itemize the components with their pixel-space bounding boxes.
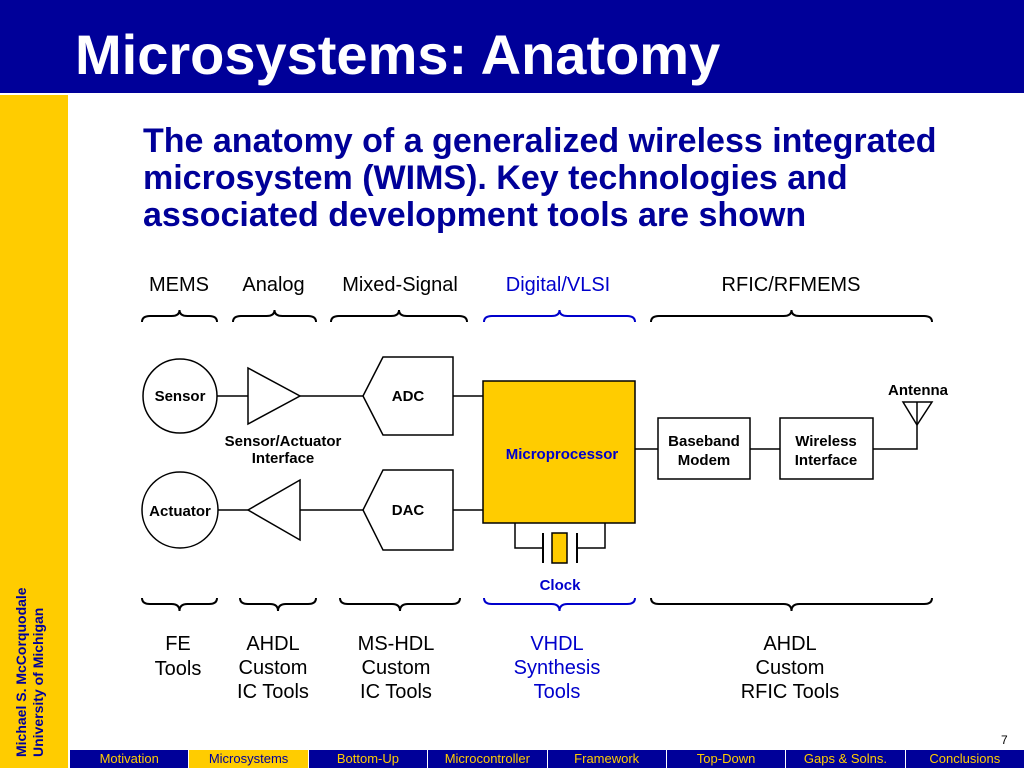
slide-subtitle: The anatomy of a generalized wireless in… — [143, 123, 937, 234]
wireless-interface-label-line: Wireless — [795, 433, 857, 450]
top-brace-mixed-signal — [330, 309, 468, 323]
tech-label-digital-vlsi: Digital/VLSI — [506, 274, 611, 296]
wire-clock-left — [514, 523, 543, 549]
sensor-label: Sensor — [155, 388, 206, 405]
tech-label-mixed-signal: Mixed-Signal — [342, 274, 458, 296]
baseband-modem-block — [657, 417, 751, 480]
adc-label: ADC — [392, 388, 425, 405]
wire-clock-right — [577, 523, 606, 549]
subtitle-line: The anatomy of a generalized wireless in… — [143, 122, 937, 160]
section-nav-bar: Motivation Microsystems Bottom-Up Microc… — [69, 750, 1024, 768]
top-brace-analog — [232, 309, 317, 323]
tech-label-rfic-rfmems: RFIC/RFMEMS — [722, 274, 861, 296]
bottom-brace-mems — [141, 597, 218, 612]
baseband-modem-label-line: Modem — [678, 452, 731, 469]
tech-label-mems: MEMS — [149, 274, 209, 296]
top-brace-mems — [141, 309, 218, 323]
microprocessor-block — [482, 380, 636, 524]
tech-label-analog: Analog — [242, 274, 304, 296]
sidebar — [0, 95, 68, 768]
tools-rfic-rfmems-line: RFIC Tools — [741, 681, 840, 703]
tools-mems-line: FE — [165, 633, 191, 655]
top-brace-rfic-rfmems — [650, 309, 933, 323]
nav-tab-top-down[interactable]: Top-Down — [665, 750, 785, 768]
tools-analog-line: Custom — [239, 657, 308, 679]
nav-tab-motivation[interactable]: Motivation — [69, 750, 188, 768]
drive-amplifier-icon — [246, 478, 301, 542]
bottom-brace-analog — [239, 597, 317, 612]
antenna-label: Antenna — [888, 382, 949, 399]
subtitle-line: associated development tools are shown — [143, 196, 807, 234]
nav-tab-framework[interactable]: Framework — [546, 750, 666, 768]
tools-mixed-signal-line: MS-HDL — [358, 633, 435, 655]
baseband-modem-label-line: Baseband — [668, 433, 740, 450]
actuator-label: Actuator — [149, 503, 211, 520]
page-number: 7 — [1001, 733, 1008, 747]
nav-tab-microsystems[interactable]: Microsystems — [188, 750, 308, 768]
interface-label-line: Sensor/Actuator — [225, 433, 342, 450]
crystal-icon — [551, 532, 568, 564]
tools-rfic-rfmems-line: AHDL — [763, 633, 816, 655]
slide-title: Microsystems: Anatomy — [75, 23, 721, 86]
clock-label: Clock — [540, 577, 582, 594]
tools-analog-line: IC Tools — [237, 681, 309, 703]
tools-mixed-signal-line: IC Tools — [360, 681, 432, 703]
antenna-icon — [901, 401, 934, 427]
bottom-brace-rfic-rfmems — [650, 597, 933, 612]
microprocessor-label: Microprocessor — [506, 446, 619, 463]
bottom-brace-mixed-signal — [339, 597, 461, 612]
tools-rfic-rfmems-line: Custom — [756, 657, 825, 679]
title-bar: Microsystems: Anatomy — [0, 0, 1024, 93]
wire-wireless-to-antenna — [873, 402, 918, 450]
tools-analog-line: AHDL — [246, 633, 299, 655]
nav-tab-microcontroller[interactable]: Microcontroller — [427, 750, 546, 768]
bottom-brace-digital-vlsi — [483, 597, 636, 612]
tools-mixed-signal-line: Custom — [362, 657, 431, 679]
interface-label-line: Interface — [252, 450, 315, 467]
wireless-interface-block — [779, 417, 874, 480]
top-brace-digital-vlsi — [483, 309, 636, 323]
dac-label: DAC — [392, 502, 425, 519]
wireless-interface-label-line: Interface — [795, 452, 858, 469]
tools-mems-line: Tools — [155, 658, 202, 680]
tools-digital-vlsi-line: VHDL — [530, 633, 583, 655]
nav-tab-gaps-solns[interactable]: Gaps & Solns. — [785, 750, 904, 768]
subtitle-line: microsystem (WIMS). Key technologies and — [143, 159, 848, 197]
nav-tab-conclusions[interactable]: Conclusions — [904, 750, 1024, 768]
sense-amplifier-icon — [247, 366, 302, 426]
tools-digital-vlsi-line: Synthesis — [514, 657, 601, 679]
tools-digital-vlsi-line: Tools — [534, 681, 581, 703]
nav-tab-bottom-up[interactable]: Bottom-Up — [307, 750, 427, 768]
